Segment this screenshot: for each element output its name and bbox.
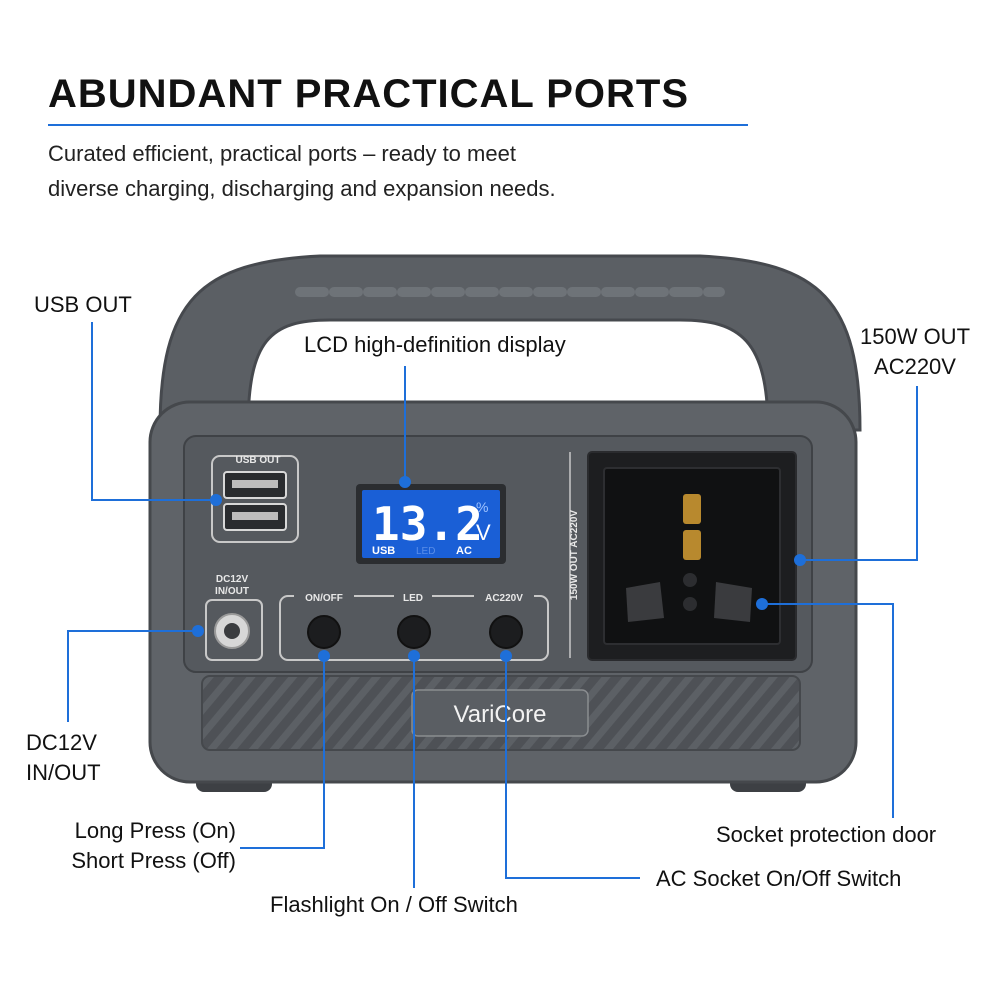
usb-port-2-contacts [232,512,278,520]
callout-lines [67,322,918,888]
ac-switch-leader [505,656,640,879]
dc-port-frame [205,599,263,661]
btn-label-gap-3 [474,592,534,602]
callout-usb-out: USB OUT [34,292,132,317]
ac-socket-pin-mid [683,530,701,560]
subtitle-line-2: diverse charging, discharging and expans… [48,176,556,201]
lcd-led-indicator: LED [416,546,435,557]
subtitle-line-1: Curated efficient, practical ports – rea… [48,141,516,166]
title-underline [48,124,748,126]
power-dot [318,650,330,662]
callout-flashlight: Flashlight On / Off Switch [270,892,518,917]
ac-socket-ground-hole [683,573,697,587]
brand-logo-frame [411,689,589,737]
callout-power-line-1: Long Press (On) [74,818,236,843]
ac-switch-button[interactable] [489,615,523,649]
usb-port-label: USB OUT [236,455,281,466]
socket-door-leader [762,603,894,818]
callout-dc: DC12V IN/OUT [26,728,101,788]
btn-label-gap-2 [394,592,432,602]
ac-out-dot [794,554,806,566]
lcd-dot [399,476,411,488]
power-button[interactable] [307,615,341,649]
callout-ac-out-line-2: AC220V [874,354,956,379]
usb-out-dot [210,494,222,506]
page-subtitle: Curated efficient, practical ports – rea… [48,136,748,206]
callout-ac-out: 150W OUT AC220V [840,322,990,382]
brand-logo: VariCore [454,701,547,728]
callout-ac-switch: AC Socket On/Off Switch [656,866,902,891]
led-button-label: LED [403,593,423,604]
dc-port-inner [224,623,240,639]
callout-socket-door: Socket protection door [716,822,937,847]
lcd-ac-indicator: AC [456,545,472,557]
ac-socket-hole-2 [683,597,697,611]
callout-dc-line-2: IN/OUT [26,760,101,785]
lcd-display [362,490,500,558]
handle [158,254,862,432]
ac-socket-pin-top [683,494,701,524]
socket-door-dot [756,598,768,610]
lcd-usb-indicator: USB [372,545,395,557]
dc-leader [67,630,196,722]
ac-socket-protection-door-left [626,582,664,622]
callout-power-line-2: Short Press (Off) [71,848,236,873]
dc-port-label-2: IN/OUT [215,586,249,597]
flashlight-dot [408,650,420,662]
led-button[interactable] [397,615,431,649]
usb-out-leader [91,322,214,501]
page-title: ABUNDANT PRACTICAL PORTS [48,72,690,116]
callout-power: Long Press (On) Short Press (Off) [20,816,236,876]
callout-dc-line-1: DC12V [26,730,97,755]
lcd-voltage-value: 13.2 [372,497,483,551]
btn-label-gap-1 [294,592,354,602]
lcd-percent: % [476,499,488,515]
callout-lcd: LCD high-definition display [304,332,566,357]
callout-dots [192,476,806,662]
callout-ac-out-line-1: 150W OUT [859,324,971,349]
onoff-button-label: ON/OFF [305,593,343,604]
ac-button-label: AC220V [485,593,523,604]
usb-port-1-contacts [232,480,278,488]
ac-out-leader [800,386,918,561]
ac-vertical-label: 150W OUT AC220V [569,510,580,601]
dc-dot [192,625,204,637]
lcd-unit: V [476,520,491,545]
dc-port-label-1: DC12V [216,574,249,585]
ac-socket-protection-door-right [714,582,752,622]
ac-switch-dot [500,650,512,662]
power-leader [240,656,325,849]
